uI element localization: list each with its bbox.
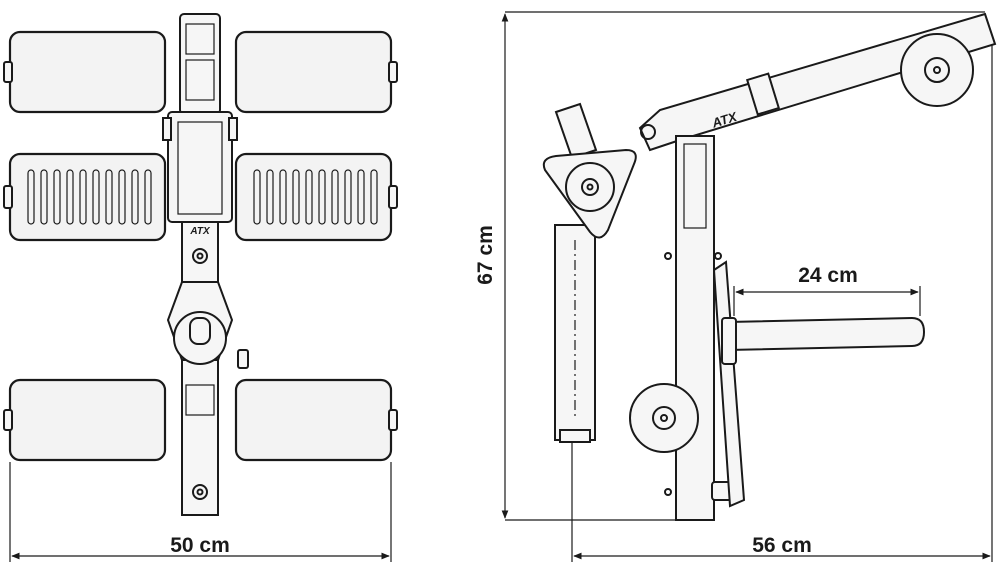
ribbed-roller-pad-left [8,152,167,242]
pin-icon [664,252,672,260]
pad-rib [144,169,152,225]
pad-rib [53,169,61,225]
axle-icon [933,66,941,74]
pin-icon [714,252,722,260]
pad-rib [370,169,378,225]
axle-icon [586,183,594,191]
pad-rib [331,169,339,225]
pad-rib [357,169,365,225]
roller-pad-top-left [8,30,167,114]
roller-pad-top-right [234,30,393,114]
pad-rib [131,169,139,225]
knob-icon [237,349,249,369]
side-view: 67 cm 56 cm ATX [474,11,997,562]
pad-rib [40,169,48,225]
brand-logo-small: ATX [189,226,211,237]
back-plate [712,260,746,508]
pad-rib [318,169,326,225]
pad-end-cap [388,409,398,431]
handle-bar [727,316,926,352]
pad-rib [92,169,100,225]
clamp-left [162,117,172,141]
post-cap [554,102,598,160]
pad-rib [27,169,35,225]
clamp-right [228,117,238,141]
bolt-icon [640,124,656,140]
pad-rib [292,169,300,225]
post-slot [683,143,707,229]
right-post [675,135,715,521]
bolt-center-icon [196,488,204,496]
pad-end-cap [388,185,398,209]
ribbed-roller-pad-right [234,152,393,242]
pad-end-cap [3,409,13,431]
pad-rib [253,169,261,225]
pad-rib [305,169,313,225]
bolt-center-icon [196,252,204,260]
dimension-label-depth: 56 cm [752,534,812,557]
pad-end-cap [3,61,13,83]
pad-rib [66,169,74,225]
bolt-icon [192,484,208,500]
axle-icon [660,414,668,422]
roller-pad-bottom-right [234,378,393,462]
dimension-label-height: 67 cm [474,225,497,285]
pin-icon [664,488,672,496]
pad-ribs [27,169,378,225]
pad-end-cap [388,61,398,83]
inclined-arm [638,12,997,152]
pad-rib [105,169,113,225]
bolt-icon [192,248,208,264]
bottom-roller-wheel [629,383,699,453]
pad-rib [279,169,287,225]
pad-rib [344,169,352,225]
wheel-hub [652,406,676,430]
pad-rib [266,169,274,225]
pad-end-cap [3,185,13,209]
top-roller-wheel [900,33,974,107]
top-view: ATX 50 cm [3,13,398,562]
dimension-label-handle: 24 cm [798,264,858,287]
pad-rib [118,169,126,225]
frame-spine [166,13,234,516]
handle-mount [721,317,737,365]
wheel-hub [581,178,599,196]
roller-pad-bottom-left [8,378,167,462]
pad-rib [79,169,87,225]
post-foot [559,429,591,443]
pivot-wheel [565,162,615,212]
dimension-label-width: 50 cm [170,534,230,557]
wheel-hub [924,57,950,83]
arm-collar [745,72,781,116]
pop-pin [189,317,211,345]
